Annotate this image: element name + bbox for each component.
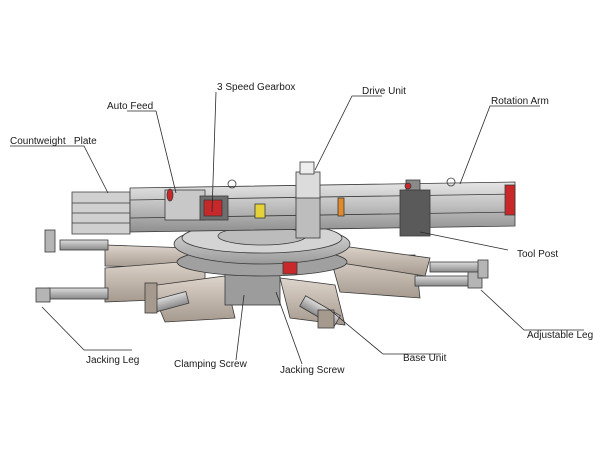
- jacking-leg-front-left: [144, 275, 236, 323]
- label-jacking-screw: Jacking Screw: [280, 365, 345, 376]
- auto-feed: [164, 188, 206, 221]
- label-rotation-arm: Rotation Arm: [491, 96, 549, 107]
- label-auto-feed: Auto Feed: [107, 101, 153, 112]
- counterweight-plate: [71, 191, 131, 235]
- label-tool-post: Tool Post: [517, 249, 558, 260]
- leader-gearbox: [211, 91, 217, 213]
- base-unit: [173, 222, 351, 306]
- leader-base-unit: [329, 309, 441, 355]
- leader-rotation-arm: [459, 105, 540, 185]
- gearbox: [199, 195, 266, 221]
- adjustable-leg-upper-right: [334, 244, 489, 279]
- label-adjustable-leg: Adjustable Leg: [527, 330, 593, 341]
- label-counterweight-plate: Countweight Plate: [10, 136, 97, 147]
- label-jacking-leg: Jacking Leg: [86, 355, 139, 366]
- drive-unit: [295, 161, 321, 239]
- leader-jacking-leg: [41, 306, 132, 351]
- leader-clamping-screw: [235, 294, 245, 361]
- label-drive-unit: Drive Unit: [362, 86, 406, 97]
- leader-drive-unit: [314, 95, 382, 171]
- legs: [35, 229, 489, 329]
- leader-adjustable-leg: [480, 289, 584, 331]
- leader-auto-feed: [127, 110, 177, 194]
- tool-post: [337, 179, 431, 237]
- leader-lines: [10, 91, 584, 365]
- labels: Auto Feed 3 Speed Gearbox Drive Unit Rot…: [10, 82, 593, 376]
- jacking-leg-front-right: [279, 277, 346, 329]
- leader-jacking-screw: [275, 291, 303, 365]
- label-base-unit: Base Unit: [403, 353, 447, 364]
- leader-counterweight: [10, 145, 109, 194]
- label-clamping-screw: Clamping Screw: [174, 359, 248, 370]
- label-gearbox: 3 Speed Gearbox: [217, 82, 295, 93]
- leader-tool-post: [419, 231, 509, 251]
- jacking-leg-upper-left: [44, 229, 191, 269]
